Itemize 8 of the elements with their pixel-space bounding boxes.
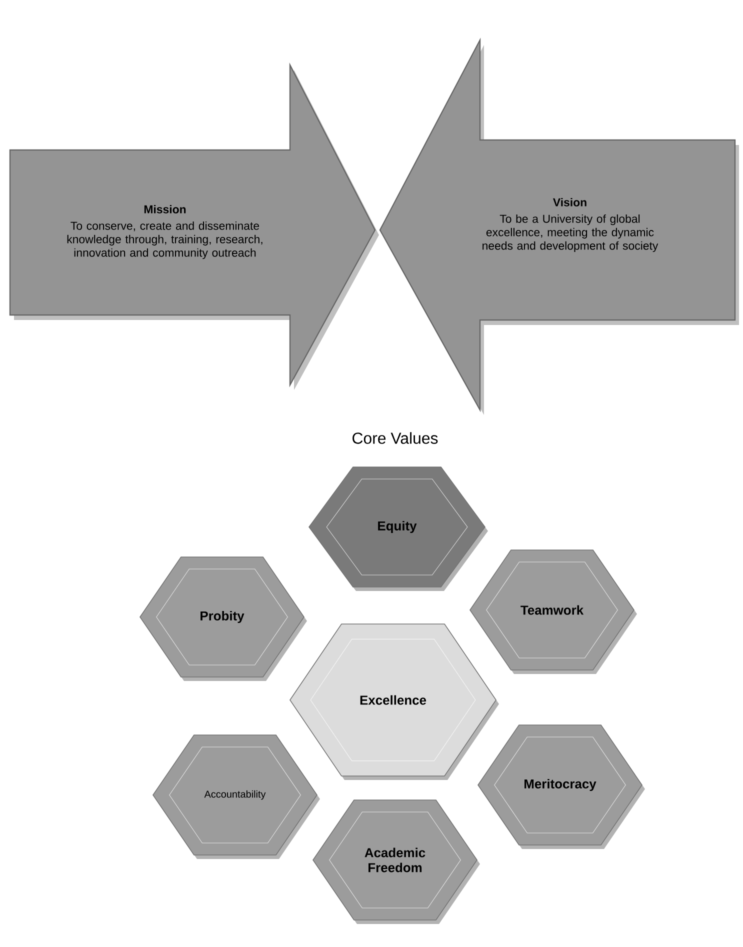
hexagon: Accountability [152,734,320,859]
hexagon: Meritocracy [478,724,645,849]
hexagon: Probity [140,556,307,681]
heading: Core Values [352,432,438,444]
hexagon: Excellence [290,624,499,780]
hexagon: Teamwork [470,550,637,674]
hexagon: Academic Freedom [312,800,480,924]
hexagon: Equity [308,466,488,591]
